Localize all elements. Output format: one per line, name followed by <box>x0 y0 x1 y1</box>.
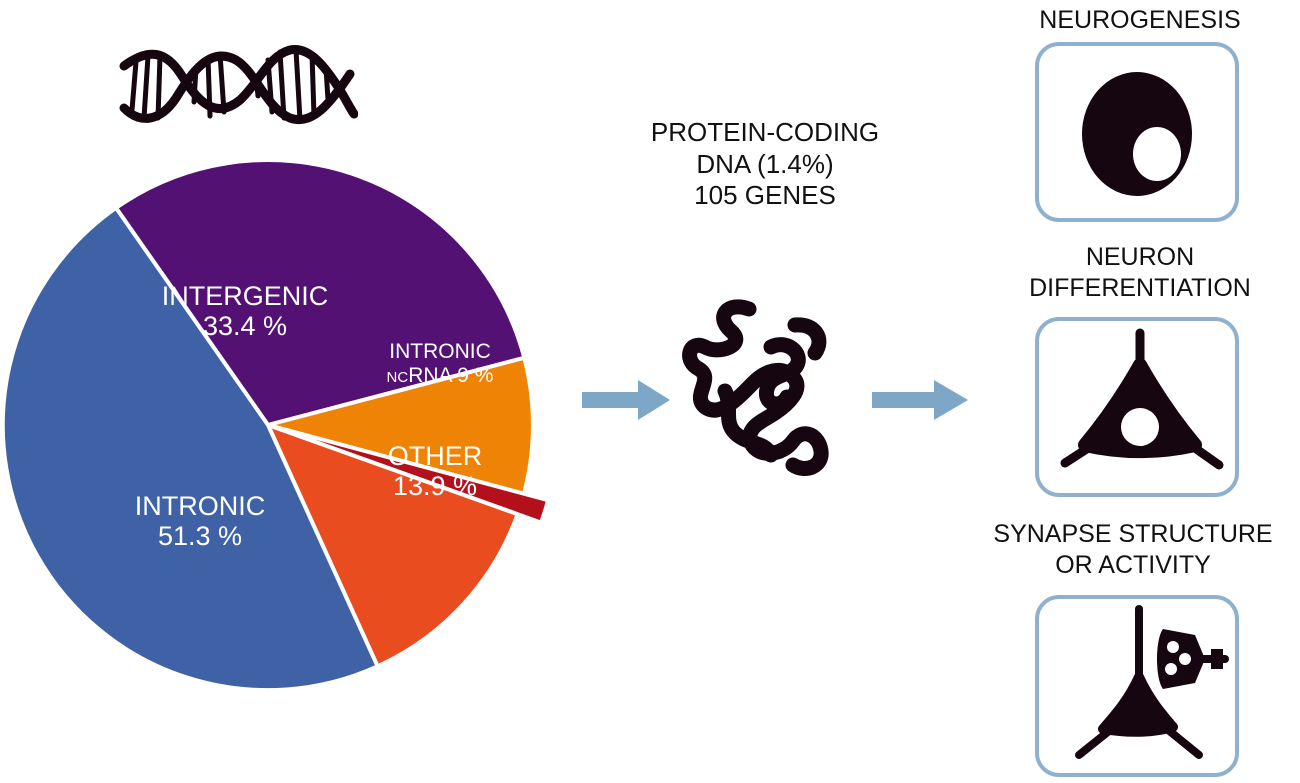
folded-protein-icon <box>682 299 829 476</box>
section-title-neurogenesis: NEUROGENESIS <box>985 6 1295 34</box>
arrow-right-icon <box>872 380 968 420</box>
pie-label-intronic-name: INTRONIC <box>134 491 266 521</box>
protein-label-line1: PROTEIN-CODING <box>650 117 880 147</box>
neural-progenitor-cell-icon <box>1082 72 1192 196</box>
differentiation-title-line1: NEURON <box>1085 243 1195 271</box>
pie-slice-3 <box>266 423 520 669</box>
pie-label-ncrna-sub: NCRNA 9 % <box>370 364 510 388</box>
pie-label-intergenic: INTERGENIC 33.4 % <box>130 281 360 341</box>
pie-label-ncrna-rest: RNA <box>408 363 452 387</box>
pie-label-ncrna-prefix: NC <box>386 368 409 386</box>
pie-label-intronic-ncrna: INTRONIC NCRNA 9 % <box>370 340 510 387</box>
pie-label-intronic: INTRONIC 51.3 % <box>95 491 305 551</box>
pie-label-ncrna-value: 9 % <box>457 363 494 387</box>
pie-slice-4 <box>0 205 380 693</box>
section-title-synapse: SYNAPSE STRUCTURE OR ACTIVITY <box>968 519 1298 582</box>
protein-coding-label: PROTEIN-CODING DNA (1.4%) 105 GENES <box>590 117 940 212</box>
synapse-title-line1: SYNAPSE STRUCTURE <box>993 520 1273 548</box>
pie-label-intronic-value: 51.3 % <box>157 521 243 552</box>
pie-label-ncrna-name: INTRONIC <box>389 340 491 363</box>
pie-label-intergenic-name: INTERGENIC <box>161 281 329 311</box>
panel-synapse <box>1035 595 1239 777</box>
pie-label-other-name: OTHER <box>387 441 483 471</box>
dna-helix-icon <box>119 45 358 125</box>
section-title-differentiation: NEURON DIFFERENTIATION <box>985 242 1295 305</box>
differentiation-title-line2: DIFFERENTIATION <box>1029 274 1251 303</box>
genome-pie-chart <box>0 158 551 693</box>
protein-label-line2: DNA (1.4%) <box>696 148 834 179</box>
pie-slice-1 <box>266 355 535 496</box>
neurogenesis-title: NEUROGENESIS <box>1039 6 1241 34</box>
protein-label-line3: 105 GENES <box>694 180 836 211</box>
pie-slice-0 <box>114 158 527 427</box>
neuron-icon <box>1060 328 1224 470</box>
synapse-title-line2: OR ACTIVITY <box>1055 551 1211 580</box>
arrow-right-icon <box>582 380 670 420</box>
pie-label-other-value: 13.9 % <box>392 471 478 502</box>
pie-label-other: OTHER 13.9 % <box>355 441 515 501</box>
panel-differentiation <box>1035 317 1239 497</box>
panel-neurogenesis <box>1035 42 1239 222</box>
synapse-icon <box>1075 605 1229 759</box>
pie-label-intergenic-value: 33.4 % <box>202 311 288 342</box>
